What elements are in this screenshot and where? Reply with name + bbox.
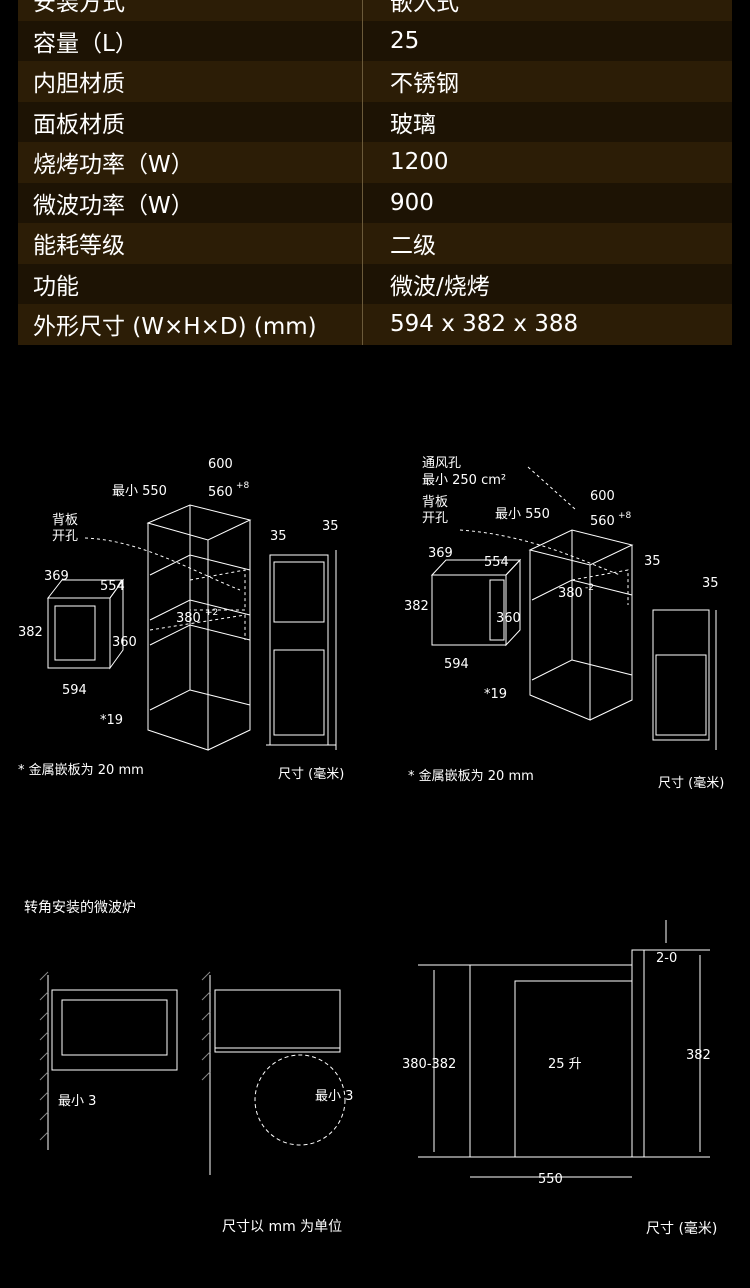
spec-row: 内胆材质不锈钢 [18, 61, 732, 102]
spec-value: 二级 [390, 233, 436, 260]
dim-label: 最小 550 [112, 484, 167, 499]
spec-key: 外形尺寸 (W×H×D) (mm) [18, 304, 363, 345]
spec-row: 能耗等级二级 [18, 223, 732, 264]
dim-label: 35 [702, 576, 719, 591]
dim-label: +8 [236, 481, 250, 491]
spec-key: 功能 [18, 263, 363, 304]
dim-label: 554 [100, 579, 125, 594]
dim-label: 600 [208, 457, 233, 472]
dim-label: 开孔 [52, 529, 78, 544]
diagram2-labels: 通风孔 最小 250 cm² 600 最小 550 560 +8 35 35 背… [404, 456, 724, 791]
spec-key: 面板材质 [18, 101, 363, 142]
height-label: 382 [686, 1048, 711, 1063]
dim-label: 560 [590, 514, 615, 529]
note-text: * 金属嵌板为 20 mm [18, 762, 144, 778]
spec-key: 安装方式 [18, 0, 363, 21]
dim-label: 380 [176, 611, 201, 626]
side-view-diagram: 2-0 380-382 382 25 升 550 [402, 920, 711, 1187]
gap-label: 2-0 [656, 951, 677, 966]
spec-table: 安装方式 嵌入式 容量（L） 25 内胆材质不锈钢 面板材质玻璃 烧烤功率（W） 12… [18, 0, 732, 345]
min-gap-label: 最小 3 [315, 1089, 353, 1104]
dim-label: -2 [585, 583, 594, 593]
unit-note: 尺寸以 mm 为单位 [222, 1219, 343, 1235]
dim-label: 开孔 [422, 511, 448, 526]
dim-label: 554 [484, 555, 509, 570]
spec-value: 嵌入式 [390, 0, 459, 17]
dim-label: +8 [618, 511, 632, 521]
unit-text: 尺寸 (毫米) [278, 766, 344, 782]
spec-row: 安装方式 嵌入式 [18, 0, 732, 21]
spec-row: 面板材质玻璃 [18, 101, 732, 142]
dim-label: 背板 [422, 495, 448, 510]
spec-key: 微波功率（W） [18, 182, 363, 223]
spec-key: 能耗等级 [18, 223, 363, 264]
dim-label: *19 [484, 687, 507, 702]
installation-diagram-vented: 通风孔 最小 250 cm² 600 最小 550 560 +8 35 35 背… [404, 456, 724, 791]
spec-key: 容量（L） [18, 20, 363, 61]
spec-key: 内胆材质 [18, 61, 363, 102]
corner-title: 转角安装的微波炉 [24, 900, 136, 916]
diagram1-labels: 600 最小 550 560 +8 35 35 背板 开孔 369 554 38… [18, 457, 344, 782]
spec-value: 不锈钢 [390, 71, 459, 98]
unit-text: 尺寸 (毫米) [646, 1221, 718, 1237]
dim-label: 382 [18, 625, 43, 640]
dim-label: 594 [444, 657, 469, 672]
spec-value: 1200 [390, 149, 449, 176]
dim-label: 360 [112, 635, 137, 650]
depth-label: 550 [538, 1172, 563, 1187]
capacity-label: 25 升 [548, 1057, 582, 1072]
dim-label: 382 [404, 599, 429, 614]
spec-row: 容量（L） 25 [18, 20, 732, 61]
dim-label: 560 [208, 485, 233, 500]
dim-label: +2 [205, 608, 218, 618]
spec-key: 烧烤功率（W） [18, 142, 363, 183]
note-text: * 金属嵌板为 20 mm [408, 768, 534, 784]
dim-label: 360 [496, 611, 521, 626]
vent-label: 最小 250 cm² [422, 473, 506, 488]
spec-row: 烧烤功率（W） 1200 [18, 142, 732, 183]
spec-row: 微波功率（W） 900 [18, 182, 732, 223]
dim-label: 600 [590, 489, 615, 504]
spec-value: 25 [390, 27, 420, 54]
dim-label: 背板 [52, 513, 78, 528]
dim-label: *19 [100, 713, 123, 728]
dim-label: 35 [322, 519, 339, 534]
corner-install-diagram: 最小 3 最小 3 [39, 971, 353, 1175]
vent-label: 通风孔 [422, 456, 461, 471]
installation-diagram-cabinet: 600 最小 550 560 +8 35 35 背板 开孔 369 554 38… [18, 457, 344, 782]
spec-row: 外形尺寸 (W×H×D) (mm) 594 x 382 x 388 [18, 304, 732, 345]
unit-text: 尺寸 (毫米) [658, 775, 724, 791]
dim-label: 369 [44, 569, 69, 584]
spec-value: 900 [390, 189, 434, 216]
spec-row: 功能微波/烧烤 [18, 263, 732, 304]
spec-value: 594 x 382 x 388 [390, 311, 579, 338]
dim-label: 35 [644, 554, 661, 569]
dim-label: 最小 550 [495, 507, 550, 522]
dim-label: 35 [270, 529, 287, 544]
height-label: 380-382 [402, 1057, 456, 1072]
dim-label: 369 [428, 546, 453, 561]
dim-label: 380 [558, 586, 583, 601]
spec-value: 微波/烧烤 [390, 273, 490, 300]
dim-label: 594 [62, 683, 87, 698]
spec-value: 玻璃 [390, 111, 436, 138]
min-gap-label: 最小 3 [58, 1094, 96, 1109]
